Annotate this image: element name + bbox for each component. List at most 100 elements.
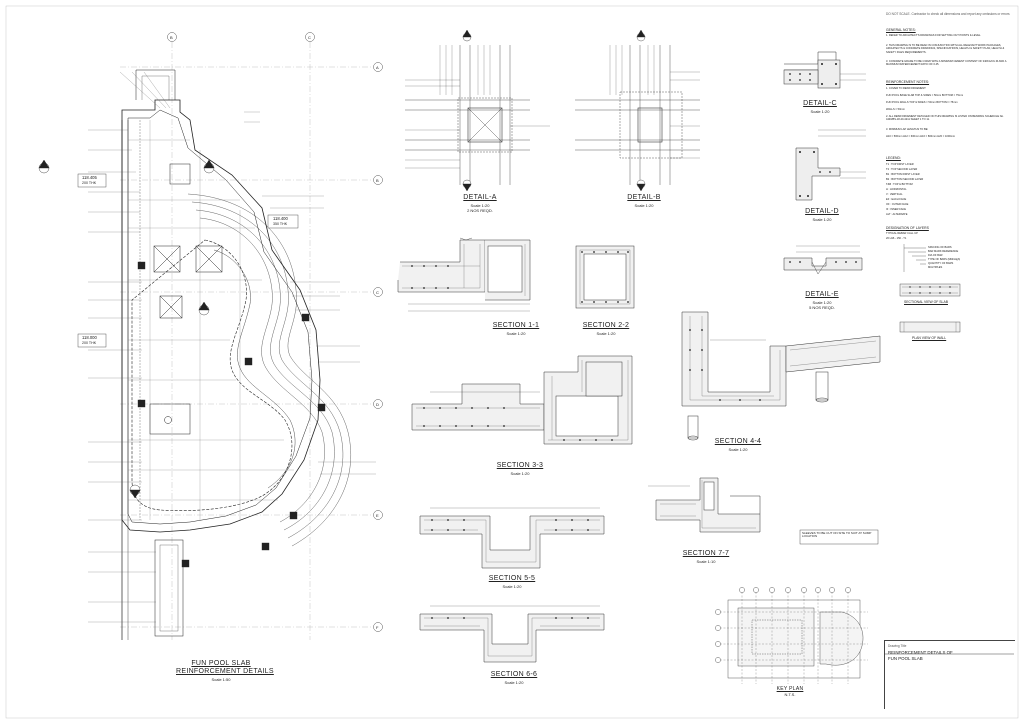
plan-scale: Scale 1:50 <box>211 677 231 682</box>
detail-a-title: DETAIL-A <box>463 194 497 201</box>
detail-b-scale: Scale 1:20 <box>634 203 654 208</box>
plan-view-label: PLAN VIEW OF WALL <box>912 336 947 340</box>
key-plan-linework <box>715 587 868 684</box>
reinf-note: FUN POOL WALLS TOP & SIDES = 50mm BOTTOM… <box>886 101 958 104</box>
detail-d-title: DETAIL-D <box>805 208 839 215</box>
drawing-title-line1: REINFORCEMENT DETAILS OF <box>888 650 953 655</box>
section-3-scale: Scale 1:20 <box>510 471 530 476</box>
plan-pits <box>149 163 223 435</box>
plan-title: FUN POOL SLAB <box>191 660 251 667</box>
level-tag-value: 118.000 <box>82 335 97 340</box>
sectional-view-label: SECTIONAL VIEW OF SLAB <box>904 300 948 304</box>
detail-e-title: DETAIL-E <box>805 291 839 298</box>
legend-item: B2 : BOTTOM SECOND LAYER <box>886 178 924 181</box>
detail-d-scale: Scale 1:20 <box>812 217 832 222</box>
detail-d-linework <box>795 129 866 201</box>
legend-item: OF : OUTER FACE <box>886 203 909 206</box>
designation-heading: DESIGNATION OF LAYERS <box>886 226 929 230</box>
plan-grid <box>120 42 372 640</box>
level-tag-thk: 200 THK <box>82 181 97 185</box>
section-note: SLEEVES TO BE CUT ON SITE TO SUIT AT SUM… <box>802 531 872 539</box>
designation-item: SPACING OF BARS <box>928 246 952 249</box>
legend-item: EF : EACH FACE <box>886 198 907 201</box>
sectional-view-sketch <box>899 283 961 297</box>
legend-item: V : VERTICAL <box>886 193 903 196</box>
detail-a-scale: Scale 1:20 <box>470 203 490 208</box>
designation-sub: TYPICAL REBAR CALL UP <box>886 232 918 235</box>
reinf-note: FUN POOL BASE SLAB TOP & SIDES = 50mm BO… <box>886 94 964 97</box>
grid-bubbles <box>167 32 383 632</box>
grid-row-b: B <box>376 177 379 183</box>
level-tag-value: 118.400 <box>273 216 288 221</box>
section-7-scale: Scale 1:10 <box>696 559 716 564</box>
section-2-title: SECTION 2-2 <box>582 322 630 329</box>
plan-view-sketch <box>899 321 961 333</box>
reinf-note: WALLS = 50mm <box>886 108 905 111</box>
grid-col-c: C <box>308 34 311 40</box>
level-tag-thk: 350 THK <box>273 222 288 226</box>
general-notes-heading: GENERAL NOTES: <box>886 28 916 32</box>
level-tag-value: 118.405 <box>82 175 97 180</box>
designation-sketch <box>903 244 926 272</box>
plan-subtitle: REINFORCEMENT DETAILS <box>176 668 274 675</box>
section-1-title: SECTION 1-1 <box>492 322 540 329</box>
title-block: Drawing Title REINFORCEMENT DETAILS OF F… <box>884 640 1015 709</box>
legend-item: IF : INNER FACE <box>886 208 907 211</box>
designation-example: 20 H16 - 150 - T1 <box>886 237 907 240</box>
legend-item: ALT : ALTERNATE <box>886 213 908 216</box>
grid-col-b: B <box>170 34 173 40</box>
legend-item: T&B : TOP & BOTTOM <box>886 183 913 186</box>
grid-row-e: E <box>376 512 379 518</box>
legend-item: T1 : TOP FIRST LAYER <box>886 163 914 166</box>
detail-a-linework <box>405 45 550 185</box>
drawing-title-line2: FUN POOL SLAB <box>888 656 923 661</box>
legend-item: T2 : TOP SECOND LAYER <box>886 168 918 171</box>
detail-e-scale: Scale 1:20 <box>812 300 832 305</box>
grid-row-f: F <box>376 624 379 630</box>
plan-leaders-right <box>244 111 376 475</box>
reinf-note: 1. COVER TO REINFORCEMENT: <box>886 87 927 90</box>
grid-row-a: A <box>376 64 379 70</box>
grid-row-d: D <box>376 401 379 407</box>
section-1-scale: Scale 1:20 <box>506 331 526 336</box>
designation-item: QUANTITY OF BARS <box>928 262 954 265</box>
section-2-linework <box>575 245 635 309</box>
plan-rebar <box>128 120 294 520</box>
title-block-label: Drawing Title <box>888 644 907 648</box>
notes-panel: GENERAL NOTES: 1. REFER TO ARCHITECT'S D… <box>886 18 1014 708</box>
level-tag-thk: 200 THK <box>82 341 97 345</box>
legend-item: B1 : BOTTOM FIRST LAYER <box>886 173 920 176</box>
general-note: 1. REFER TO ARCHITECT'S DRAWINGS FOR SET… <box>886 34 982 37</box>
section-5-linework <box>419 507 605 569</box>
section-2-scale: Scale 1:20 <box>596 331 616 336</box>
detail-e-note: 5 NOS REQD. <box>809 305 835 310</box>
detail-c-title: DETAIL-C <box>803 100 837 107</box>
section-5-title: SECTION 5-5 <box>488 575 536 582</box>
reinf-note: 3. MINIMUM LAP LENGTHS TO BE: <box>886 128 929 131</box>
detail-e-linework <box>783 245 863 275</box>
grid-row-c: C <box>376 289 379 295</box>
designation-item: MULTIPLES <box>928 266 943 269</box>
section-3-title: SECTION 3-3 <box>496 462 544 469</box>
legend-item: H : HORIZONTAL <box>886 188 907 191</box>
section-1-linework <box>397 237 531 312</box>
section-6-title: SECTION 6-6 <box>490 671 538 678</box>
designation-item: BAR MARK REFERENCE <box>928 250 959 253</box>
section-6-scale: Scale 1:20 <box>504 680 524 685</box>
section-6-linework <box>419 605 605 663</box>
disclaimer-text: DO NOT SCALE. Contractor to check all di… <box>886 12 1010 16</box>
detail-b-linework <box>575 29 700 192</box>
detail-c-linework <box>783 51 866 89</box>
reinf-notes-heading: REINFORCEMENT NOTES: <box>886 80 930 84</box>
designation-item: TYPE OF BARS (Mild/High) <box>928 258 961 261</box>
section-4-scale: Scale 1:20 <box>728 447 748 452</box>
detail-a-markers <box>462 29 472 192</box>
section-7-title: SECTION 7-7 <box>682 550 730 557</box>
legend-heading: LEGEND: <box>886 156 901 160</box>
detail-a-note: 2 NOS REQD. <box>467 208 493 213</box>
plan-section-markers <box>38 159 326 568</box>
level-boxes <box>77 173 299 348</box>
plan-leaders-left <box>88 71 171 623</box>
